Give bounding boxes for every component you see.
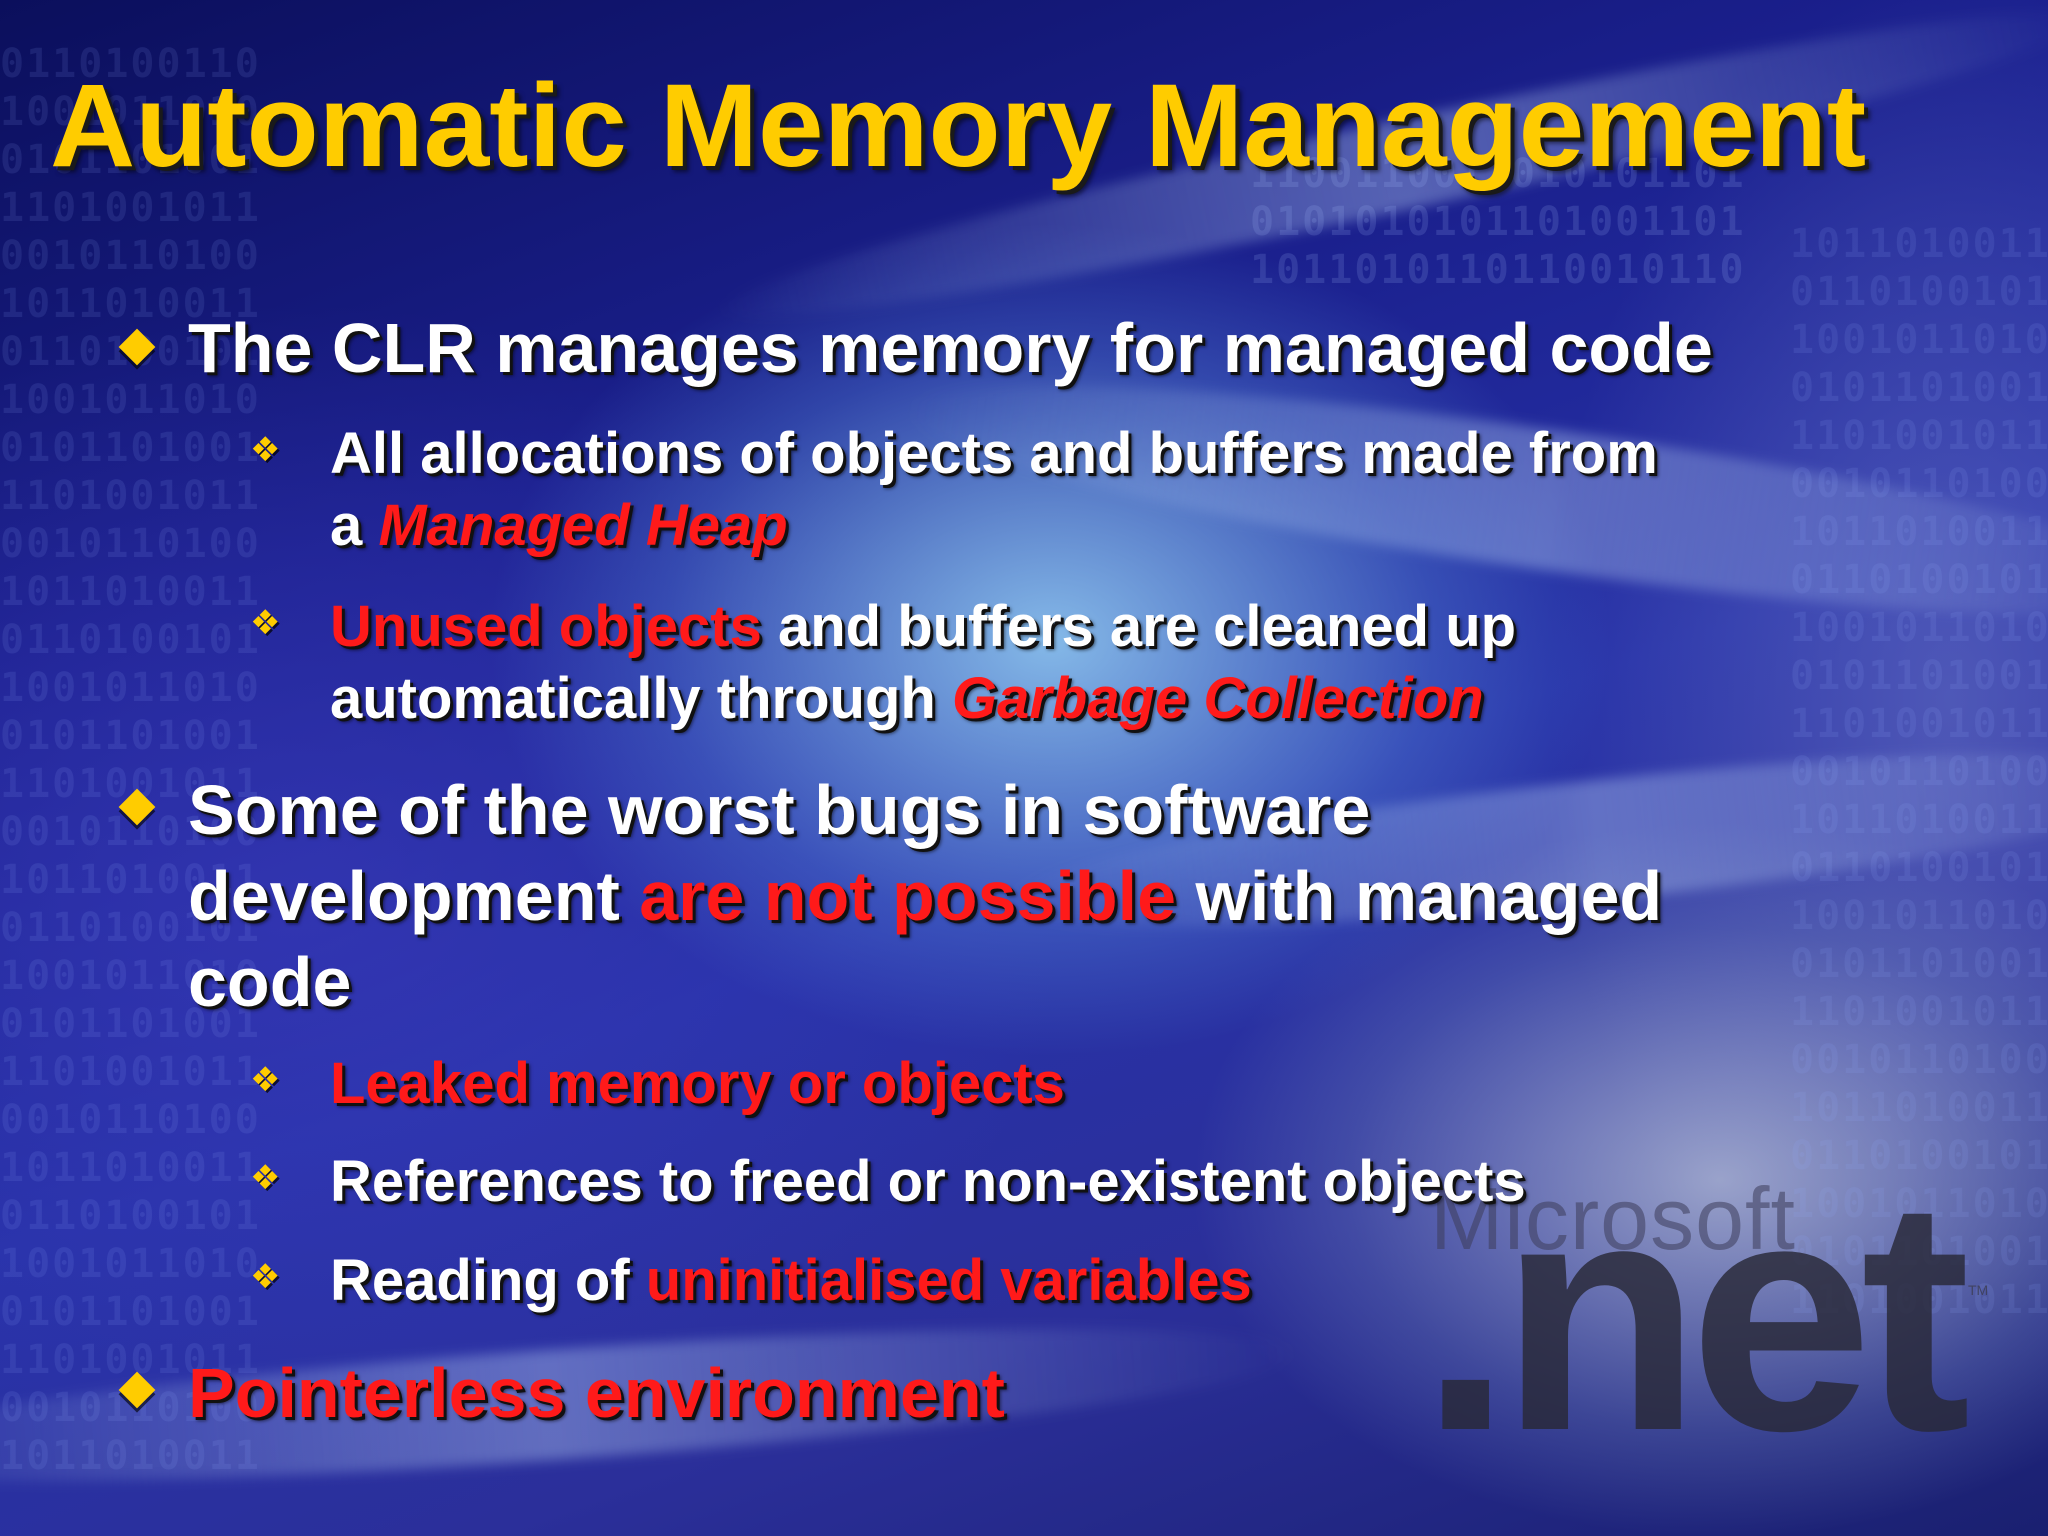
binary-pattern-top: 1100110011010101101 0101010101101001101 … (1250, 151, 1746, 293)
sub-bullet-1-1-line-1: All allocations of objects and buffers m… (330, 421, 1658, 486)
binary-pattern-right: 1011010011 0110100101 1001011010 0101101… (1790, 221, 2048, 1320)
four-diamond-bullet-icon: ❖ (250, 1158, 281, 1198)
uninitialised-variables-highlight: uninitialised variables (645, 1248, 1252, 1313)
sub-bullet-1-2-line-2-prefix: automatically through (330, 666, 952, 731)
bullet-1-text: The CLR manages memory for managed code (188, 305, 1713, 391)
sub-bullet-1-2-text: Unused objects and buffers are cleaned u… (330, 591, 1516, 735)
sub-bullet-2-1-text: Leaked memory or objects (330, 1048, 1065, 1120)
four-diamond-bullet-icon: ❖ (250, 430, 281, 470)
bullet-2-text: Some of the worst bugs in software devel… (188, 767, 1662, 1025)
sub-bullet-2-2-text: References to freed or non-existent obje… (330, 1146, 1526, 1218)
sub-bullet-2-3-prefix: Reading of (330, 1248, 646, 1313)
binary-pattern-left: 0110100110 1001011010 0101101001 1101001… (0, 41, 260, 1479)
sub-bullet-1-2-line-1-rest: and buffers are cleaned up (761, 594, 1517, 659)
bullet-2-line-2-prefix: development (188, 857, 640, 935)
managed-heap-highlight: Managed Heap (378, 493, 788, 558)
four-diamond-bullet-icon: ❖ (250, 603, 281, 643)
unused-objects-highlight: Unused objects (330, 594, 762, 659)
sub-bullet-2-3-text: Reading of uninitialised variables (330, 1245, 1252, 1317)
bullet-2-line-3: code (188, 943, 352, 1021)
pointerless-environment-highlight: Pointerless environment (188, 1354, 1005, 1432)
microsoft-logo-text: Microsoft (1430, 1169, 1796, 1268)
bullet-1-line-1: The CLR manages memory for managed code (188, 309, 1713, 387)
sub-bullet-1-1-text: All allocations of objects and buffers m… (330, 418, 1658, 562)
not-possible-highlight: are not possible (639, 857, 1177, 935)
garbage-collection-highlight: Garbage Collection (951, 666, 1484, 731)
sub-bullet-2-2-line-1: References to freed or non-existent obje… (330, 1149, 1526, 1214)
trademark-mark: TM (1968, 1282, 1989, 1298)
four-diamond-bullet-icon: ❖ (250, 1060, 281, 1100)
bullet-3-text: Pointerless environment (188, 1350, 1005, 1436)
slide-title: Automatic Memory Management (50, 60, 1867, 192)
sub-bullet-1-1-line-2-prefix: a (330, 493, 379, 558)
dotnet-logo: .net (1420, 1130, 1971, 1499)
bullet-2-line-1: Some of the worst bugs in software (188, 771, 1371, 849)
four-diamond-bullet-icon: ❖ (250, 1257, 281, 1297)
bullet-2-line-2-rest: with managed (1176, 857, 1663, 935)
leaked-memory-highlight: Leaked memory or objects (330, 1051, 1065, 1116)
